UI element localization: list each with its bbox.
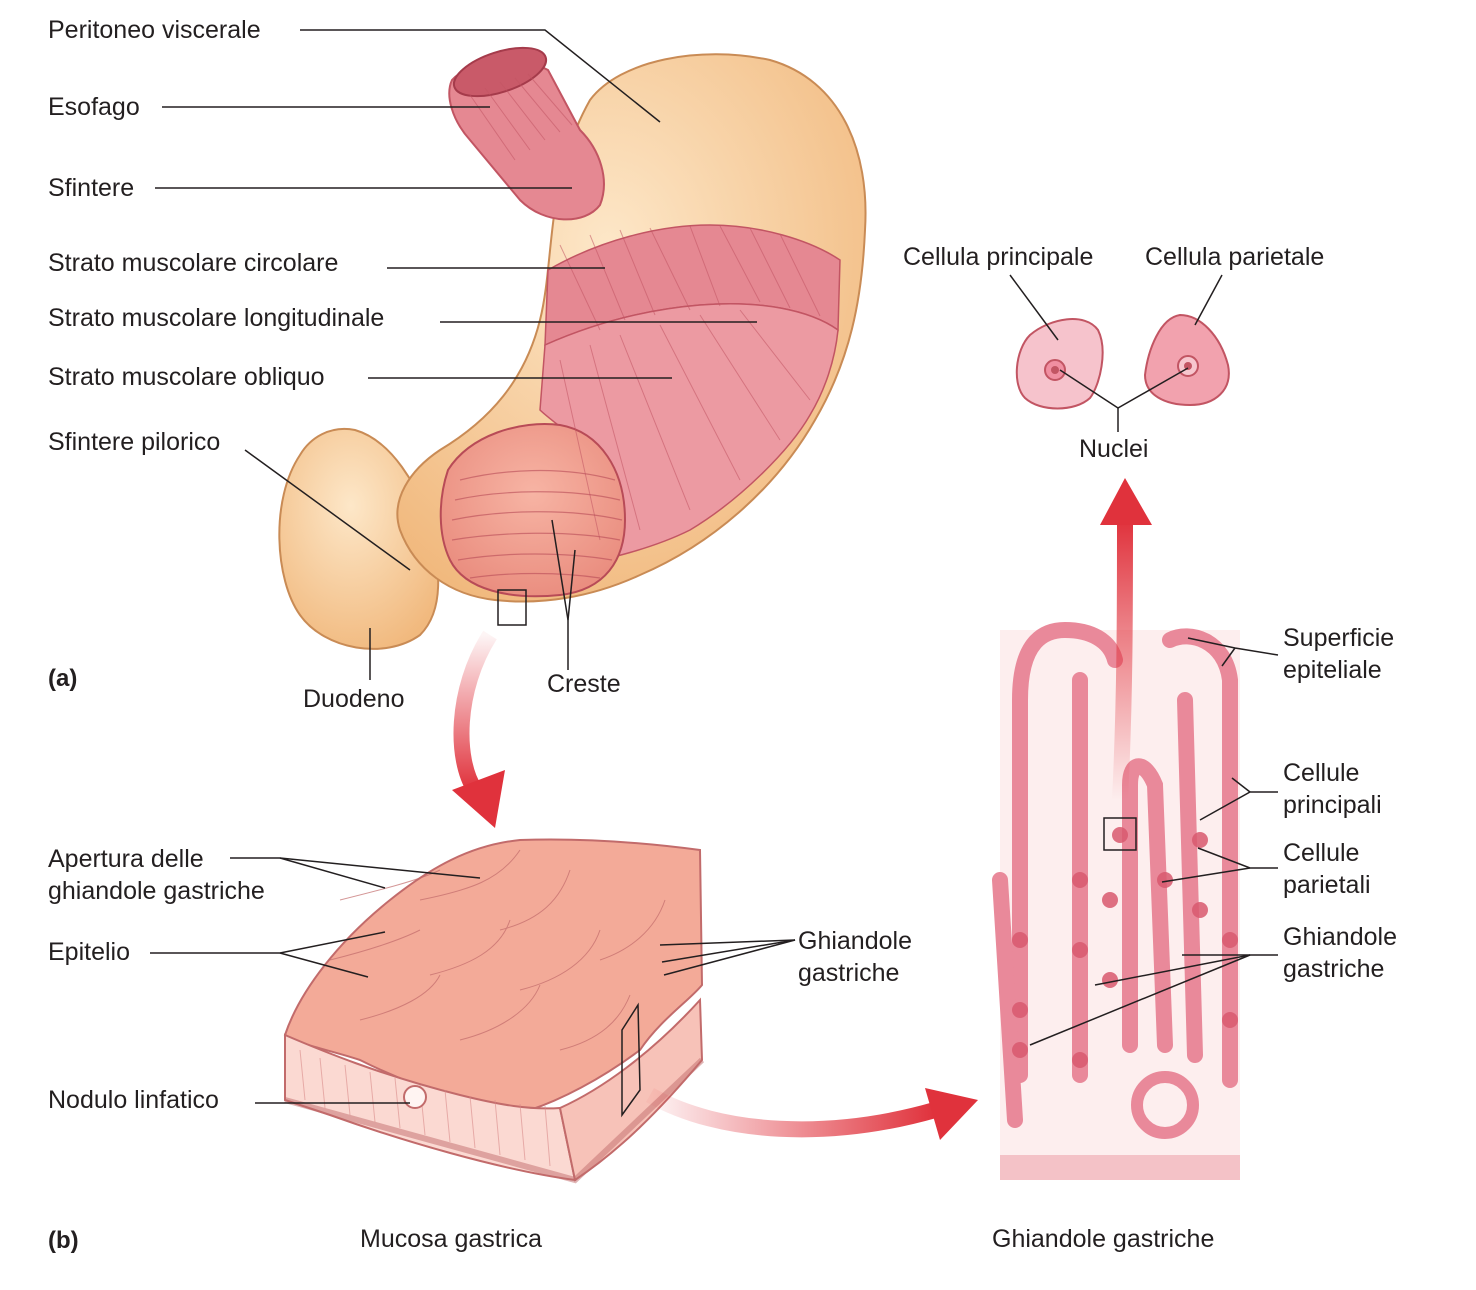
label-sfintere: Sfintere (48, 174, 135, 202)
cell-detail-box (1103, 817, 1137, 851)
caption-ghiandole-gastriche: Ghiandole gastriche (992, 1225, 1215, 1253)
label-nuclei: Nuclei (1079, 435, 1149, 463)
caption-mucosa-gastrica: Mucosa gastrica (360, 1225, 543, 1253)
label-creste: Creste (547, 670, 621, 698)
gland-cross-section (1131, 1071, 1199, 1139)
label-superficie-line2: epiteliale (1283, 656, 1382, 684)
label-gland-ghiandole-line2: gastriche (1283, 955, 1385, 983)
gland-section-marker (621, 1002, 641, 1118)
mucosa-opening (439, 423, 627, 598)
label-strato-longitudinale: Strato muscolare longitudinale (48, 304, 385, 332)
label-cellule-principali-line2: principali (1283, 791, 1382, 819)
label-mucosa-ghiandole-line2: gastriche (798, 959, 900, 987)
mucosa-block (283, 838, 705, 1184)
arrow-to-cells (1112, 519, 1133, 801)
label-strato-circolare: Strato muscolare circolare (48, 249, 339, 277)
label-gland-ghiandole-line1: Ghiandole (1283, 923, 1397, 951)
panel-label-a: (a) (48, 665, 78, 692)
label-duodeno: Duodeno (303, 685, 405, 713)
panel-label-b: (b) (48, 1227, 79, 1254)
mucosa-front (284, 1033, 577, 1182)
muscularis-strip (1000, 1155, 1240, 1180)
label-cellule-principali-line1: Cellule (1283, 759, 1360, 787)
label-esofago: Esofago (48, 93, 140, 121)
label-cellula-parietale: Cellula parietale (1145, 243, 1325, 271)
duodenum-shape (278, 427, 440, 650)
label-nodulo-linfatico: Nodulo linfatico (48, 1086, 219, 1114)
label-cellule-parietali-line2: parietali (1283, 871, 1371, 899)
label-apertura-line1: Apertura delle (48, 845, 204, 873)
label-sfintere-pilorico: Sfintere pilorico (48, 428, 221, 456)
label-cellula-principale: Cellula principale (903, 243, 1094, 271)
stomach (278, 46, 867, 650)
arrow-to-glands (646, 1088, 938, 1138)
label-mucosa-ghiandole-line1: Ghiandole (798, 927, 912, 955)
mucosa-detail-box (497, 589, 527, 626)
cells (1015, 313, 1230, 410)
label-epitelio: Epitelio (48, 938, 130, 966)
label-strato-obliquo: Strato muscolare obliquo (48, 363, 325, 391)
label-cellule-parietali-line1: Cellule (1283, 839, 1360, 867)
leader-lines (150, 29, 1279, 1104)
arrow-to-mucosa (453, 630, 497, 795)
label-peritoneo-viscerale: Peritoneo viscerale (48, 16, 261, 44)
lymph-nodule (403, 1085, 427, 1109)
esophagus-lumen (452, 46, 548, 98)
label-apertura-line2: ghiandole gastriche (48, 877, 265, 905)
label-superficie-line1: Superficie (1283, 624, 1395, 652)
arrows (452, 478, 1152, 1140)
